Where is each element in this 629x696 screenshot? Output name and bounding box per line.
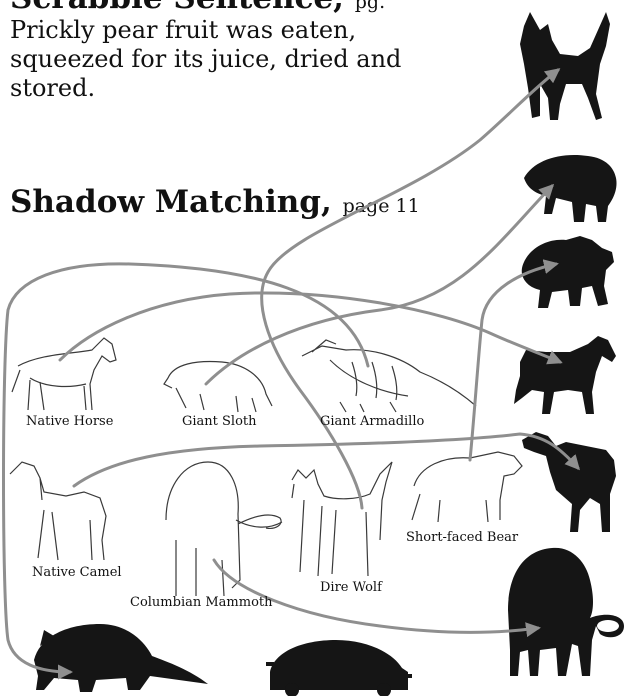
giant-armadillo-drawing (302, 340, 476, 412)
label-native-camel: Native Camel (32, 565, 122, 580)
label-dire-wolf: Dire Wolf (320, 580, 382, 595)
short-faced-bear-drawing (412, 452, 522, 522)
arrow-sloth-to-sloth (206, 186, 552, 384)
arrow-camel-to-camel (74, 434, 578, 486)
label-native-horse: Native Horse (26, 414, 113, 429)
label-short-faced-bear: Short-faced Bear (406, 530, 518, 545)
shadow-mammoth[interactable] (508, 548, 624, 676)
shadow-bear[interactable] (522, 236, 614, 308)
shadow-car[interactable] (266, 640, 412, 696)
shadow-armadillo[interactable] (34, 624, 208, 692)
shadow-sloth[interactable] (524, 155, 617, 222)
dire-wolf-drawing (292, 462, 392, 576)
giant-sloth-drawing (164, 362, 272, 412)
shadow-horse[interactable] (514, 336, 616, 414)
label-giant-armadillo: Giant Armadillo (320, 414, 424, 429)
native-horse-drawing (12, 338, 116, 410)
columbian-mammoth-drawing (166, 462, 282, 596)
shadow-camel[interactable] (522, 432, 616, 532)
label-giant-sloth: Giant Sloth (182, 414, 257, 429)
label-columbian-mammoth: Columbian Mammoth (130, 595, 273, 610)
shadow-wolf[interactable] (520, 12, 610, 120)
